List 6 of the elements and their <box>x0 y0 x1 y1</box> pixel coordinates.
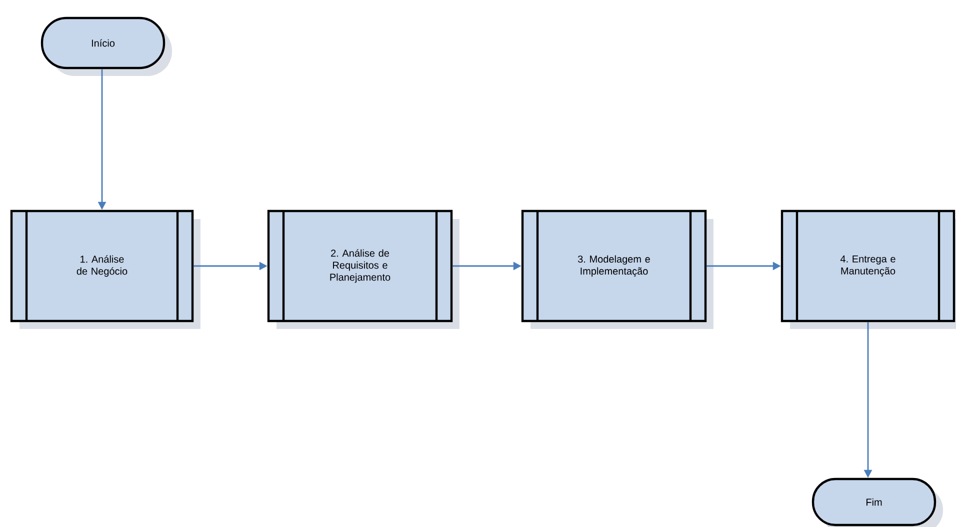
process-box: 4. Entrega e Manutenção <box>780 210 956 329</box>
process-box: 3. Modelagem e Implementação <box>521 210 714 329</box>
terminal-pill: Início <box>40 16 172 76</box>
terminal-pill: Fim <box>812 478 943 527</box>
process-box: 2. Análise de Requisitos e Planejamento <box>267 210 460 329</box>
process-box: 1. Análise de Negócio <box>10 210 200 329</box>
